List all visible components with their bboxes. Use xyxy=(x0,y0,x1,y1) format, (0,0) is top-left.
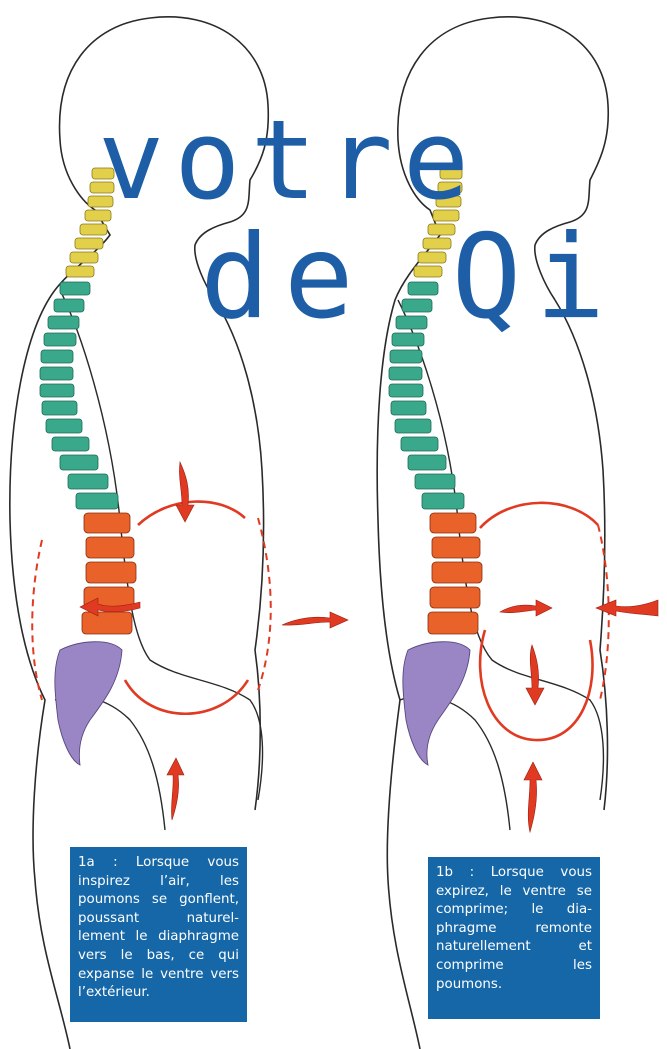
lumbar-spine-1a xyxy=(82,513,136,634)
front-torso-1a xyxy=(215,300,264,810)
arrow-right-icon xyxy=(500,600,552,616)
arrow-left-icon xyxy=(596,600,658,616)
arrow-right-icon xyxy=(282,612,348,628)
arrow-down-icon xyxy=(526,645,544,705)
title-word-votre: votre xyxy=(98,105,479,215)
caption-figure-1a: 1a : Lorsque vous inspirez l’air, les po… xyxy=(70,847,247,1022)
arrow-up-icon xyxy=(167,758,184,820)
diaphragm-1b xyxy=(480,503,598,528)
thoracic-spine-1a xyxy=(40,282,118,509)
sacrum-1a xyxy=(55,642,122,765)
arrow-up-icon xyxy=(524,762,542,832)
caption-figure-1b: 1b : Lorsque vous expirez, le ventre se … xyxy=(428,857,600,1019)
sacrum-1b xyxy=(403,642,470,765)
arrow-down-icon xyxy=(176,462,194,522)
lumbar-spine-1b xyxy=(428,513,482,634)
title-word-de-qi: de Qi xyxy=(200,220,619,336)
belly-curve-1a xyxy=(125,680,248,714)
back-dashed-1a xyxy=(32,540,42,700)
